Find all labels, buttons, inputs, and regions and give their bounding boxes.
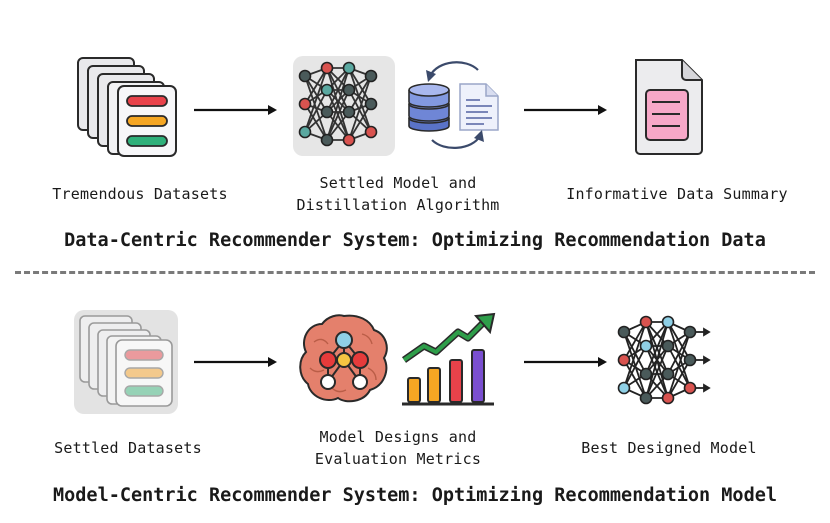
caption-settled-model-line1: Settled Model and [319,174,477,192]
model-centric-title: Model-Centric Recommender System: Optimi… [53,485,777,506]
caption-settled-model-line2: Distillation Algorithm [296,196,500,214]
database-icon [408,83,450,132]
neural-network-icon [293,56,395,156]
network-node [298,125,312,139]
growth-chart-icon [401,312,496,406]
network-node [617,325,631,339]
network-node [683,353,697,367]
network-node [320,83,334,97]
caption-model-designs-line2: Evaluation Metrics [314,450,482,468]
network-node [320,61,334,75]
network-node [320,133,334,147]
caption-tremendous-datasets: Tremendous Datasets [52,185,228,203]
network-node [320,105,334,119]
network-node [661,391,675,405]
caption-best-designed-model: Best Designed Model [581,439,757,457]
designed-network-icon [617,315,711,405]
arrow-right-icon [194,357,277,367]
caption-model-designs-line1: Model Designs and [319,428,477,446]
network-node [342,105,356,119]
network-node [683,381,697,395]
document-icon [459,83,499,131]
faded-datasets-icon [74,310,178,414]
network-node [661,315,675,329]
network-node [342,133,356,147]
section-divider [15,271,815,274]
summary-document-icon [635,59,703,155]
arrow-right-icon [524,105,607,115]
data-centric-title: Data-Centric Recommender System: Optimiz… [64,230,766,251]
network-node [639,367,653,381]
network-node [342,61,356,75]
caption-informative-data-summary: Informative Data Summary [566,185,788,203]
brain-network-icon [299,314,388,403]
network-node [661,367,675,381]
cycle-arrows-icon [426,61,484,149]
network-node [639,315,653,329]
network-node [364,97,378,111]
caption-settled-datasets: Settled Datasets [54,439,202,457]
arrow-right-icon [524,357,607,367]
network-node [364,125,378,139]
network-node [298,97,312,111]
network-node [298,69,312,83]
network-node [617,353,631,367]
network-node [639,391,653,405]
network-node [639,339,653,353]
network-node [661,339,675,353]
network-node [342,83,356,97]
network-node [617,381,631,395]
network-node [364,69,378,83]
stacked-datasets-icon [77,57,177,157]
arrow-right-icon [194,105,277,115]
network-node [683,325,697,339]
